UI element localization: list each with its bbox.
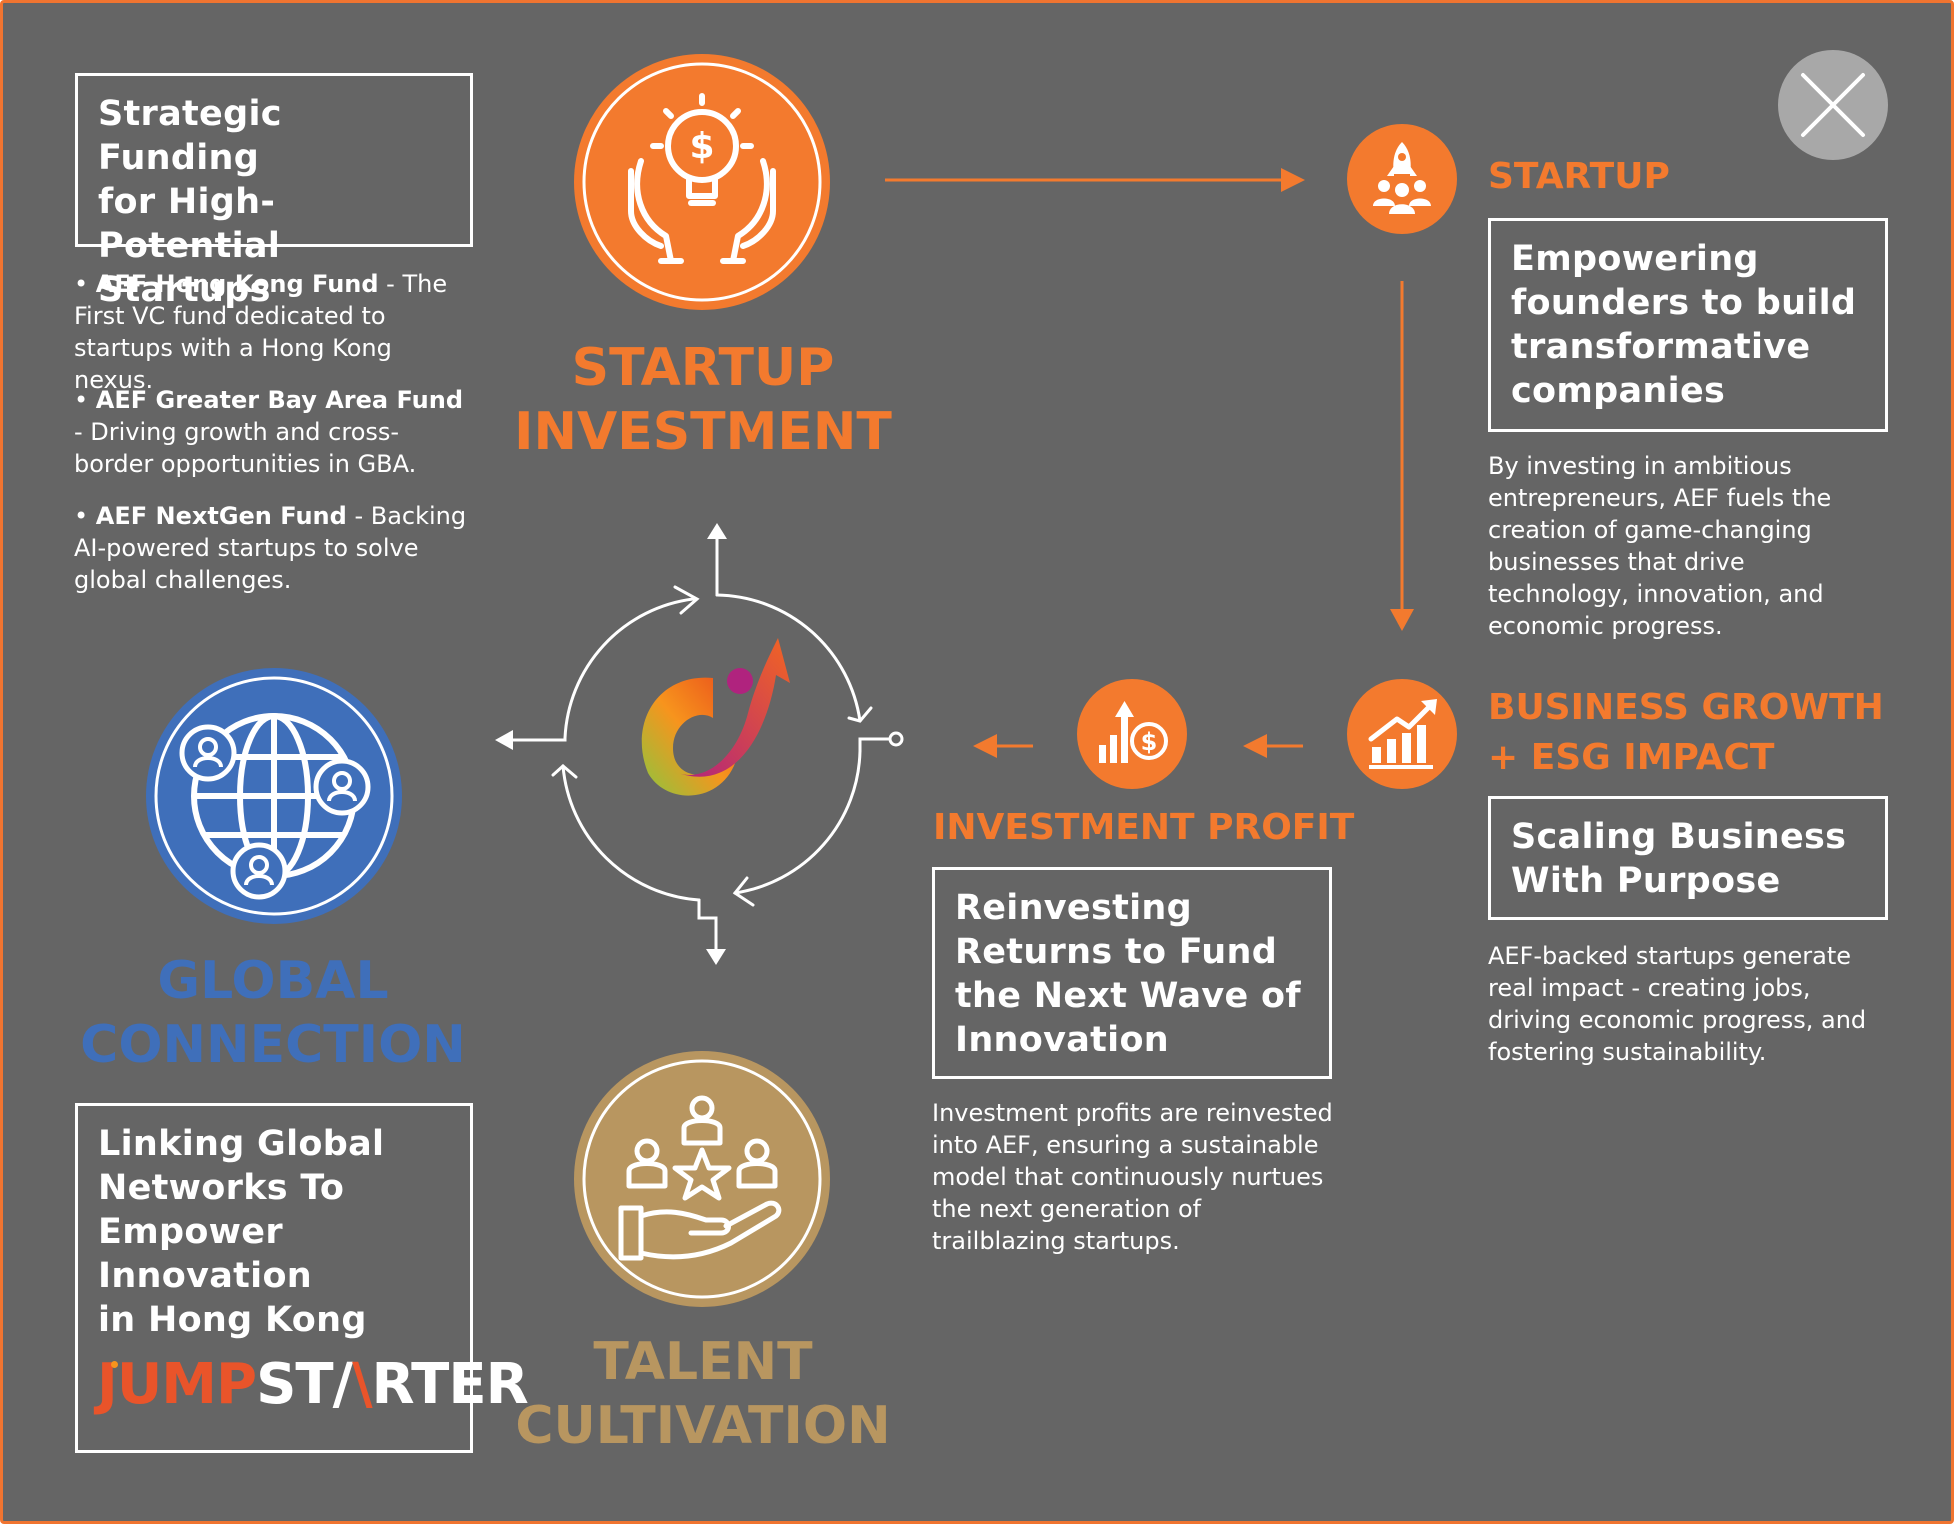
heading-line: BUSINESS GROWTH (1488, 687, 1884, 728)
fund-bullet-hong-kong: • AEF Hong Kong Fund - The First VC fund… (74, 270, 448, 394)
fund-bullet-gba: • AEF Greater Bay Area Fund - Driving gr… (74, 386, 464, 478)
title-line: STARTUP (571, 338, 835, 398)
fund-name: AEF Greater Bay Area Fund (95, 386, 464, 414)
investment-profit-box: Reinvesting Returns to Fund the Next Wav… (932, 867, 1332, 1079)
arrow-growth-to-profit-head (1243, 734, 1267, 758)
strategic-box-line: Startups (98, 270, 271, 310)
growth-box-line: With Purpose (1511, 861, 1781, 901)
startup-description: By investing in ambitious entrepreneurs,… (1488, 450, 1908, 642)
arrow-invest-to-startup-head (1281, 168, 1305, 192)
desc-line: real impact - creating jobs, (1488, 974, 1811, 1002)
title-line: INVESTMENT (514, 402, 892, 462)
desc-line: entrepreneurs, AEF fuels the (1488, 484, 1832, 512)
desc-line: technology, innovation, and (1488, 580, 1824, 608)
desc-line: Investment profits are reinvested (932, 1099, 1333, 1127)
desc-line: creation of game-changing (1488, 516, 1812, 544)
talent-cultivation-title: TALENT CULTIVATION (503, 1330, 903, 1458)
connector-arrows (885, 168, 1414, 758)
fund-text: - Backing AI-powered startups to solve g… (74, 502, 467, 594)
startup-box-line: transformative (1511, 327, 1811, 367)
profit-box-line: Reinvesting (955, 888, 1192, 928)
title-line: TALENT (593, 1332, 813, 1392)
svg-text:$: $ (689, 126, 714, 167)
arrow-startup-to-growth-head (1390, 609, 1414, 631)
rocket-team-icon (1347, 124, 1457, 234)
cycle-left-arrowhead (495, 730, 513, 750)
desc-line: fostering sustainability. (1488, 1038, 1767, 1066)
strategic-funding-box: Strategic Funding for High-Potential Sta… (75, 73, 473, 310)
desc-line: AEF-backed startups generate (1488, 942, 1852, 970)
profit-box-line: the Next Wave of (955, 976, 1301, 1016)
desc-line: trailblazing startups. (932, 1227, 1180, 1255)
desc-line: into AEF, ensuring a sustainable (932, 1131, 1319, 1159)
global-box-line: in Hong Kong (98, 1300, 367, 1340)
fund-text: - The First VC fund dedicated to startup… (74, 270, 448, 394)
strategic-box-line: for High-Potential (98, 182, 281, 266)
close-button[interactable] (1778, 50, 1888, 160)
talent-hand-icon (574, 1051, 830, 1307)
startup-heading: STARTUP (1488, 156, 1670, 197)
startup-box-line: companies (1511, 371, 1726, 411)
startup-box-line: founders to build (1511, 283, 1857, 323)
business-growth-heading: BUSINESS GROWTH + ESG IMPACT (1488, 683, 1884, 783)
cycle-up-arrowhead (707, 523, 727, 539)
investment-profit-heading: INVESTMENT PROFIT (933, 807, 1355, 848)
globe-network-icon (146, 668, 402, 924)
fund-bullet-nextgen: • AEF NextGen Fund - Backing AI-powered … (74, 502, 467, 594)
desc-line: By investing in ambitious (1488, 452, 1792, 480)
growth-box-line: Scaling Business (1511, 817, 1847, 857)
desc-line: the next generation of (932, 1195, 1202, 1223)
title-line: CULTIVATION (515, 1396, 891, 1456)
arrow-profit-to-cycle-head (973, 734, 997, 758)
heading-line: + ESG IMPACT (1488, 737, 1775, 778)
profit-chart-icon: $ (1077, 679, 1187, 789)
desc-line: economic progress. (1488, 612, 1723, 640)
jumpstarter-logo: JUMPST/\RTER (97, 1352, 529, 1417)
profit-box-line: Innovation (955, 1020, 1170, 1060)
svg-text:$: $ (1141, 728, 1158, 756)
business-growth-description: AEF-backed startups generate real impact… (1488, 940, 1928, 1068)
title-line: GLOBAL (157, 951, 389, 1011)
desc-line: businesses that drive (1488, 548, 1745, 576)
strategic-box-line: Strategic Funding (98, 94, 282, 178)
growth-chart-icon (1347, 679, 1457, 789)
close-icon (1801, 73, 1865, 137)
startup-investment-title: STARTUP INVESTMENT (503, 336, 903, 464)
global-box-line: Linking Global (98, 1124, 385, 1164)
cycle-right-node (888, 731, 904, 747)
aef-logo-icon (641, 638, 790, 796)
logo-dot (111, 1361, 118, 1368)
global-box-line: Innovation (98, 1256, 313, 1296)
desc-line: model that continuously nurtues (932, 1163, 1324, 1191)
money-hands-icon: $ (574, 54, 830, 310)
business-growth-box: Scaling Business With Purpose (1488, 796, 1888, 920)
startup-box-line: Empowering (1511, 239, 1759, 279)
startup-box: Empowering founders to build transformat… (1488, 218, 1888, 432)
desc-line: driving economic progress, and (1488, 1006, 1867, 1034)
global-connection-box: Linking Global Networks To Empower Innov… (75, 1103, 473, 1453)
cycle-diagram (495, 523, 904, 965)
title-line: CONNECTION (80, 1015, 466, 1075)
investment-profit-description: Investment profits are reinvested into A… (932, 1097, 1372, 1257)
fund-name: AEF NextGen Fund (95, 502, 347, 530)
profit-box-line: Returns to Fund (955, 932, 1278, 972)
global-box-line: Networks To (98, 1168, 345, 1208)
global-connection-title: GLOBAL CONNECTION (73, 949, 473, 1077)
fund-name: AEF Hong Kong Fund (95, 270, 379, 298)
cycle-down-arrowhead (706, 949, 726, 965)
fund-text: - Driving growth and cross-border opport… (74, 418, 417, 478)
global-box-line: Empower (98, 1212, 283, 1252)
